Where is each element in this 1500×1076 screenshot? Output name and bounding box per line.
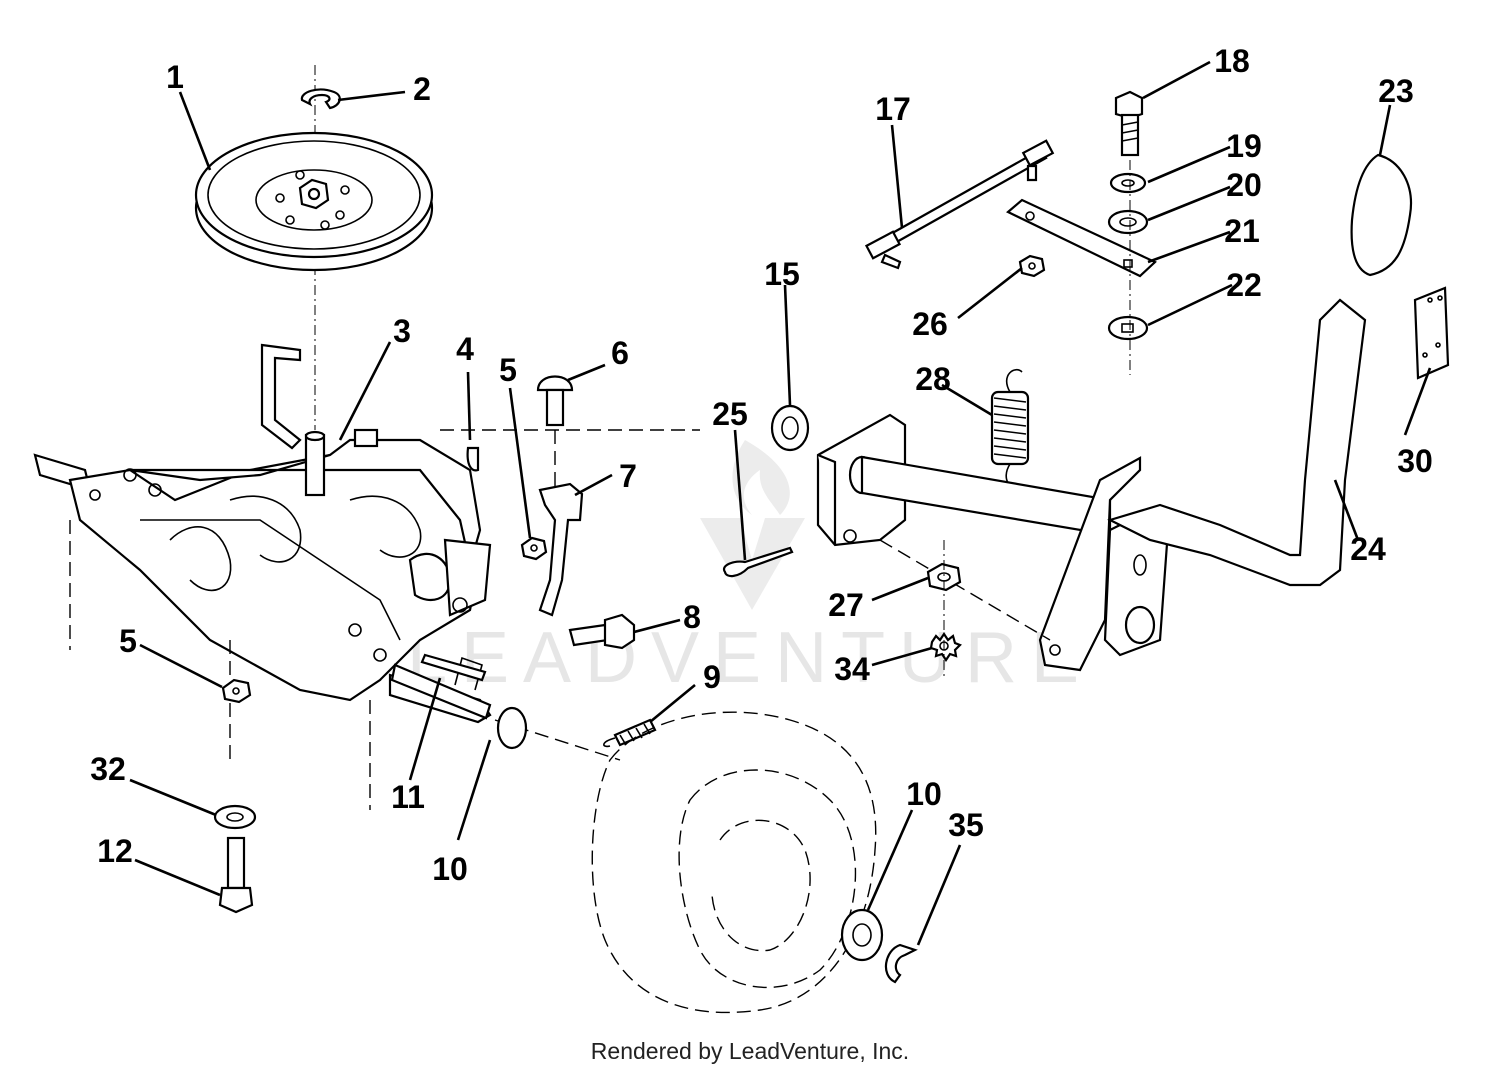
part-washer-20 [1107, 209, 1149, 235]
watermark-text: LEADVENTURE [407, 618, 1093, 698]
callout-25: 25 [712, 396, 748, 432]
part-pedal-shaft [816, 413, 1170, 672]
callout-12: 12 [97, 833, 133, 869]
callout-34: 34 [834, 651, 870, 687]
callout-27: 27 [828, 587, 864, 623]
part-flange-bolt [568, 613, 636, 650]
callout-5-upper: 5 [499, 352, 517, 388]
footer-credit: Rendered by LeadVenture, Inc. [590, 1038, 910, 1064]
callout-17: 17 [875, 91, 911, 127]
callout-32: 32 [90, 751, 126, 787]
callout-20: 20 [1226, 167, 1262, 203]
wheel-phantom [591, 711, 877, 1014]
part-washer-right [840, 908, 884, 962]
part-cotter-pin [722, 546, 794, 578]
callout-24: 24 [1350, 531, 1386, 567]
part-pedal-pad [1350, 153, 1413, 277]
part-washer-32 [213, 804, 257, 830]
part-nut-lower [221, 678, 252, 704]
callout-8: 8 [683, 599, 701, 635]
callout-10-left: 10 [432, 851, 468, 887]
callout-numbers: 1 2 3 4 5 6 7 8 9 5 11 10 32 12 15 25 17… [90, 43, 1433, 887]
part-washer-15 [770, 404, 810, 452]
callout-10-right: 10 [906, 776, 942, 812]
callout-35: 35 [948, 807, 984, 843]
part-e-clip-wheel [884, 943, 918, 984]
watermark-logo-icon [700, 440, 805, 610]
callout-5-lower: 5 [119, 623, 137, 659]
callout-3: 3 [393, 313, 411, 349]
callout-21: 21 [1224, 213, 1260, 249]
part-rod [864, 139, 1055, 270]
part-spring-small [603, 718, 657, 748]
callout-15: 15 [764, 256, 800, 292]
part-axle-shaft [390, 653, 492, 720]
part-nut-27 [926, 562, 962, 592]
callout-4: 4 [456, 331, 474, 367]
part-carriage-bolt [536, 375, 574, 490]
callout-11: 11 [391, 779, 425, 815]
part-washer-22 [1107, 315, 1149, 341]
callout-6: 6 [611, 335, 629, 371]
callout-26: 26 [912, 306, 948, 342]
part-bolt-12 [218, 836, 254, 914]
callout-1: 1 [166, 59, 184, 95]
callout-2: 2 [413, 71, 431, 107]
part-nut-26 [1018, 254, 1046, 278]
part-washer-left [496, 706, 528, 750]
part-transaxle [33, 343, 700, 810]
part-decal-plate [1413, 286, 1450, 380]
part-bolt-18 [1114, 90, 1144, 157]
part-spring-28 [990, 368, 1030, 488]
callout-7: 7 [619, 458, 637, 494]
callout-9: 9 [703, 659, 721, 695]
part-nut-upper [520, 536, 548, 561]
callout-28: 28 [915, 361, 951, 397]
leader-lines [129, 60, 1432, 946]
callout-22: 22 [1226, 267, 1262, 303]
part-pulley [194, 65, 434, 430]
part-pedal-arm [1107, 298, 1367, 587]
callout-30: 30 [1397, 443, 1433, 479]
part-washer-19 [1109, 172, 1147, 194]
part-key [466, 446, 480, 472]
callout-18: 18 [1214, 43, 1250, 79]
callout-23: 23 [1378, 73, 1414, 109]
callout-19: 19 [1226, 128, 1262, 164]
part-plate [1006, 198, 1157, 278]
part-e-clip-top [300, 88, 341, 110]
